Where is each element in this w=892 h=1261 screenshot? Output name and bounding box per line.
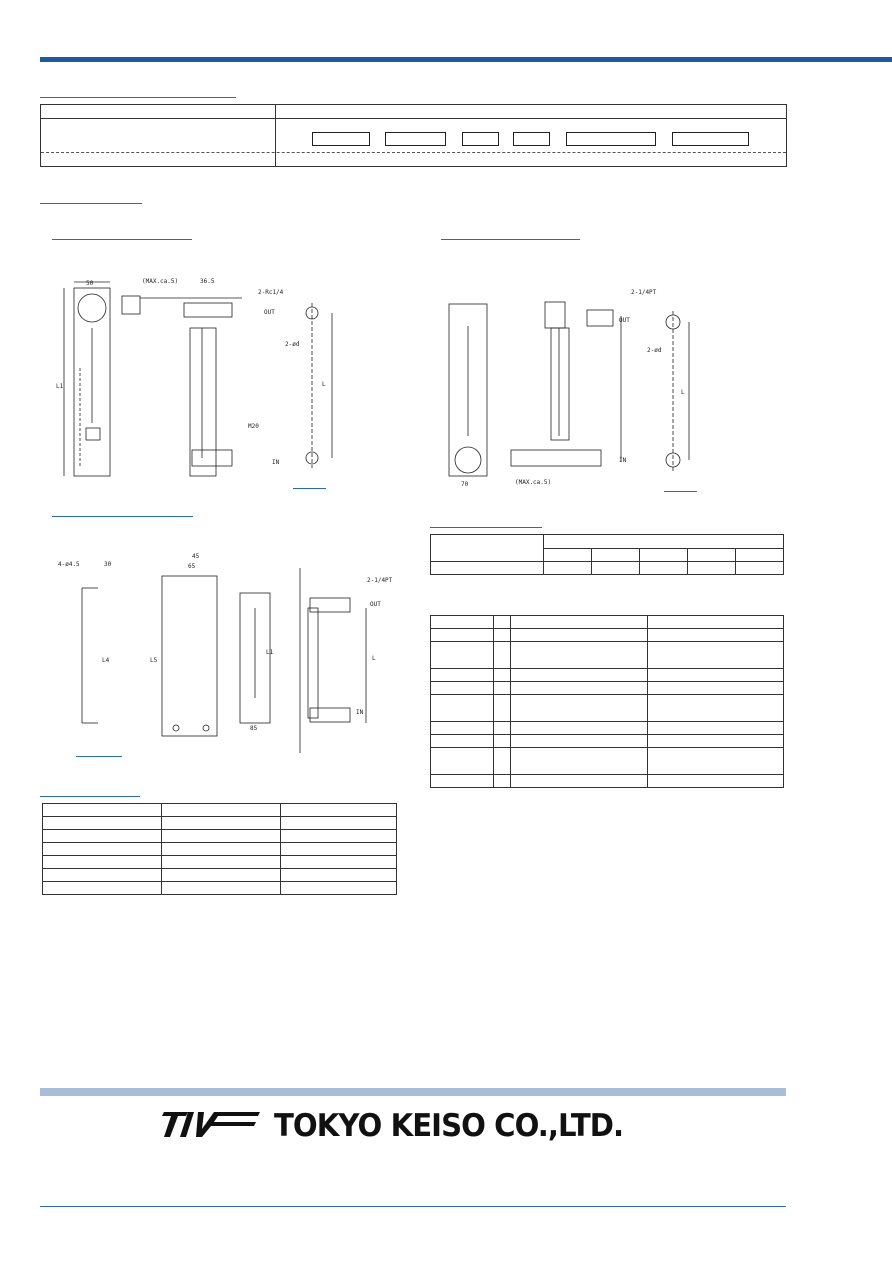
code-box-5 bbox=[566, 132, 656, 146]
footer-rule bbox=[40, 1206, 786, 1207]
code-box-2 bbox=[385, 132, 446, 146]
materials-table bbox=[430, 615, 784, 788]
dim-a-l1: L1 bbox=[56, 383, 64, 390]
dim-b-mount: 2-ød bbox=[647, 347, 662, 354]
dim-table-heading-rule bbox=[40, 796, 140, 797]
drawing-a-heading-rule bbox=[52, 239, 192, 240]
dim-c-l4: L4 bbox=[102, 657, 110, 664]
dim-b-out: OUT bbox=[619, 317, 630, 324]
model-code-heading-rule bbox=[40, 97, 236, 98]
dim-b-in: IN bbox=[619, 457, 627, 464]
dimension-table bbox=[42, 803, 397, 895]
drawing-c-heading-rule bbox=[52, 516, 193, 517]
dim-a-out: OUT bbox=[264, 309, 275, 316]
drawing-c: 4-ø4.5 30 45 65 L4 L5 L1 85 2-1/4PT OUT … bbox=[58, 553, 393, 753]
code-box-6 bbox=[672, 132, 749, 146]
code-box-3 bbox=[462, 132, 499, 146]
weight-table-heading-rule bbox=[430, 527, 542, 528]
dim-c-65: 65 bbox=[188, 563, 196, 570]
dim-c-l1: L1 bbox=[266, 649, 274, 656]
dim-c-port: 2-1/4PT bbox=[367, 577, 393, 584]
dim-c-l: L bbox=[372, 655, 376, 662]
dim-a-m: M20 bbox=[248, 423, 259, 430]
drawing-c-underline bbox=[76, 756, 122, 757]
dim-c-30: 30 bbox=[104, 561, 112, 568]
dim-b-port: 2-1/4PT bbox=[631, 289, 657, 296]
dim-c-hole: 4-ø4.5 bbox=[58, 561, 80, 568]
dim-a-port: 2-Rc1/4 bbox=[258, 289, 284, 296]
company-logo bbox=[162, 1112, 260, 1137]
dim-c-85: 85 bbox=[250, 725, 258, 732]
drawing-a: 50 (MAX.ca.5) 36.5 2-Rc1/4 OUT IN 2-ød L… bbox=[56, 278, 333, 477]
dim-b-width: 70 bbox=[461, 481, 469, 488]
header-bar bbox=[40, 57, 892, 62]
company-name: TOKYO KEISO CO.,LTD. bbox=[274, 1108, 624, 1144]
weight-table bbox=[430, 534, 784, 575]
drawing-b-underline bbox=[664, 491, 697, 492]
dim-c-out: OUT bbox=[370, 601, 381, 608]
dim-a-max: (MAX.ca.5) bbox=[142, 278, 178, 285]
dim-a-l: L bbox=[322, 381, 326, 388]
drawing-a-underline bbox=[293, 488, 326, 489]
dim-c-45: 45 bbox=[192, 553, 200, 560]
footer-bar bbox=[40, 1088, 786, 1096]
dim-a-mount: 2-ød bbox=[285, 341, 300, 348]
dim-c-l5: L5 bbox=[150, 657, 158, 664]
code-box-1 bbox=[312, 132, 370, 146]
dim-b-l: L bbox=[681, 389, 685, 396]
dimensions-heading-rule bbox=[40, 203, 142, 204]
dim-a-width: 50 bbox=[86, 280, 94, 287]
drawing-b: 2-1/4PT OUT IN 2-ød 70 (MAX.ca.5) L bbox=[448, 289, 690, 488]
dim-a-top: 36.5 bbox=[200, 278, 215, 285]
dim-a-in: IN bbox=[272, 459, 280, 466]
model-code-table bbox=[40, 104, 787, 167]
dim-b-max: (MAX.ca.5) bbox=[515, 479, 551, 486]
code-box-4 bbox=[513, 132, 550, 146]
dim-c-in: IN bbox=[356, 709, 364, 716]
drawing-b-heading-rule bbox=[441, 239, 580, 240]
